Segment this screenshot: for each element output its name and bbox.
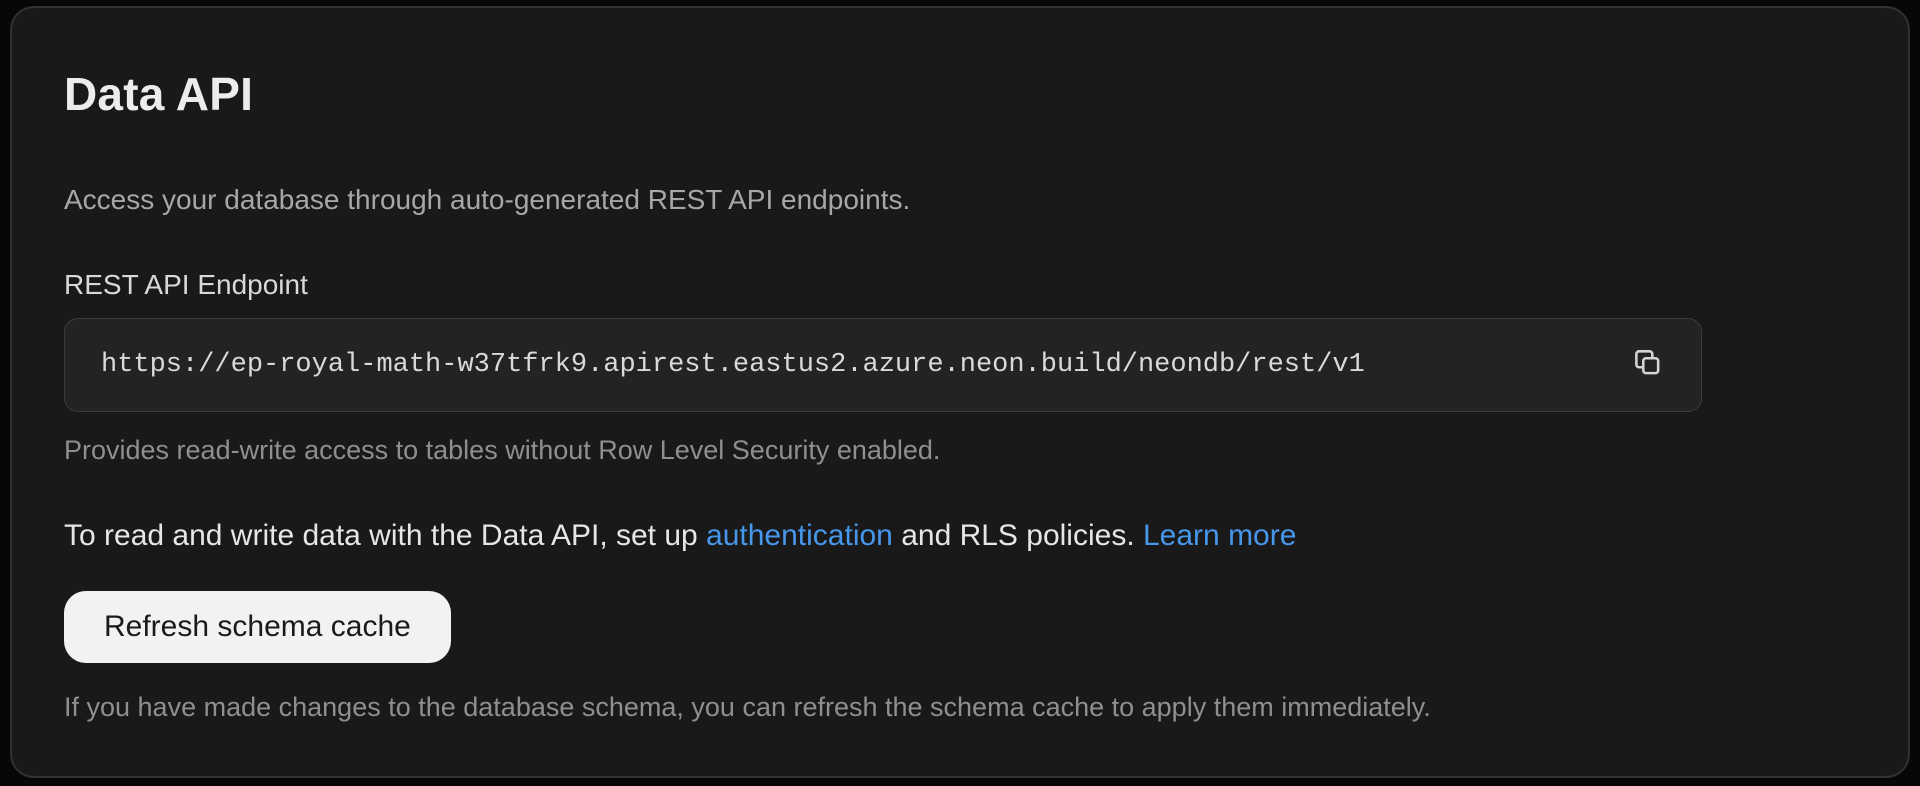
rls-note-text-middle: and RLS policies. [892,518,1143,552]
endpoint-url-value: https://ep-royal-math-w37tfrk9.apirest.e… [101,349,1365,380]
learn-more-link[interactable]: Learn more [1143,518,1297,552]
rls-note-text-before: To read and write data with the Data API… [64,518,707,552]
rls-note: To read and write data with the Data API… [64,514,1856,558]
authentication-link[interactable]: authentication [706,518,893,552]
copy-endpoint-button[interactable] [1621,339,1673,391]
panel-content: Data API Access your database through au… [12,8,1908,727]
page-title: Data API [64,68,254,120]
copy-icon [1630,346,1664,383]
endpoint-helper-text: Provides read-write access to tables wit… [64,434,941,465]
refresh-helper-text: If you have made changes to the database… [64,692,1431,723]
rest-api-endpoint-field[interactable]: https://ep-royal-math-w37tfrk9.apirest.e… [64,317,1702,412]
data-api-panel: Data API Access your database through au… [10,6,1910,778]
rest-api-endpoint-label: REST API Endpoint [64,268,308,300]
page-description: Access your database through auto-genera… [64,183,911,215]
refresh-schema-cache-button[interactable]: Refresh schema cache [64,591,451,664]
